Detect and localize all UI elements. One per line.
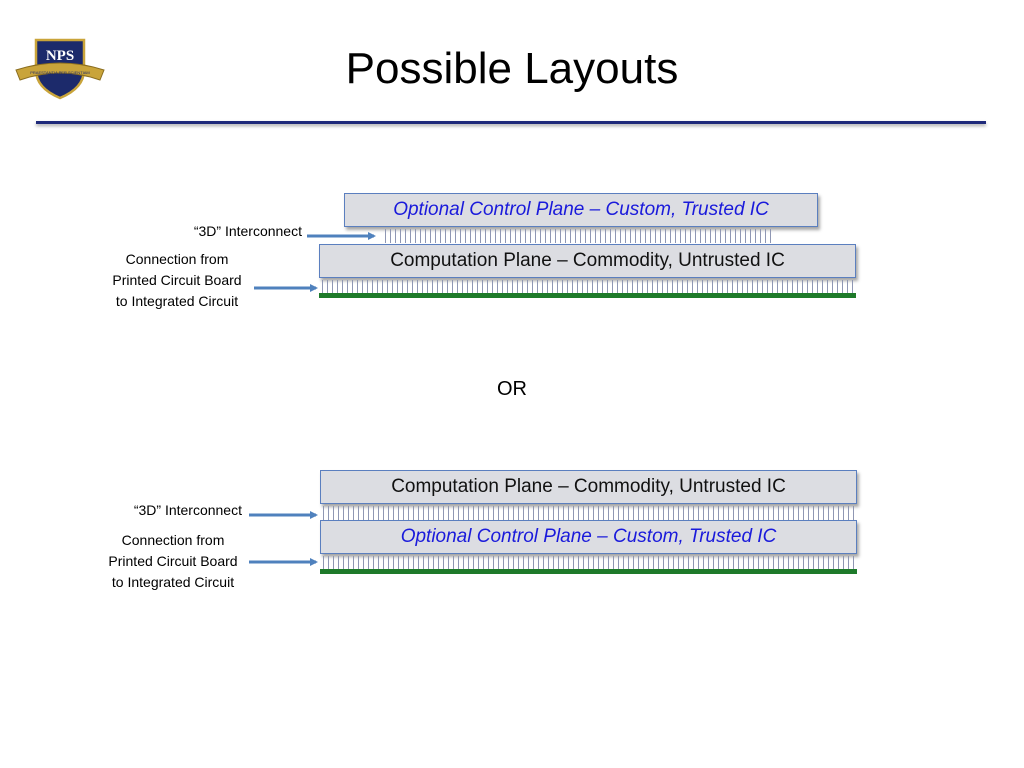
layout2-3d-interconnect-pins	[323, 506, 855, 520]
layout1-circuit-board	[319, 293, 856, 298]
layout1-pcb-label-line3: to Integrated Circuit	[115, 293, 239, 309]
layout2-pcb-label-line1: Connection from	[121, 532, 225, 548]
layout1-top-plane: Optional Control Plane – Custom, Trusted…	[344, 193, 818, 227]
or-separator: OR	[497, 378, 527, 400]
title-divider	[36, 121, 986, 124]
nps-logo: NPS PRAESTANTIA PER SCIENTIAM	[14, 36, 106, 107]
layout1-pcb-label: Connection from Printed Circuit Board to…	[92, 249, 262, 312]
logo-text: NPS	[46, 48, 74, 64]
logo-motto: PRAESTANTIA PER SCIENTIAM	[30, 70, 90, 75]
layout2-top-plane: Computation Plane – Commodity, Untrusted…	[320, 470, 857, 504]
layout1-interconnect-label: “3D” Interconnect	[193, 223, 302, 239]
layout2-pcb-label: Connection from Printed Circuit Board to…	[88, 530, 258, 593]
layout2-interconnect-label: “3D” Interconnect	[133, 502, 242, 518]
layout1-pcb-pins	[322, 280, 854, 294]
layout1-pcb-label-line2: Printed Circuit Board	[112, 272, 242, 288]
layout2-pcb-pins	[323, 556, 855, 570]
layout1-bottom-plane: Computation Plane – Commodity, Untrusted…	[319, 244, 856, 278]
page-title: Possible Layouts	[345, 44, 679, 93]
layout1-3d-interconnect-pins	[385, 229, 775, 243]
layout1-pcb-label-line1: Connection from	[125, 251, 229, 267]
layout2-circuit-board	[320, 569, 857, 574]
layout2-pcb-label-line2: Printed Circuit Board	[108, 553, 238, 569]
layout2-bottom-plane: Optional Control Plane – Custom, Trusted…	[320, 520, 857, 554]
layout2-pcb-label-line3: to Integrated Circuit	[111, 574, 235, 590]
